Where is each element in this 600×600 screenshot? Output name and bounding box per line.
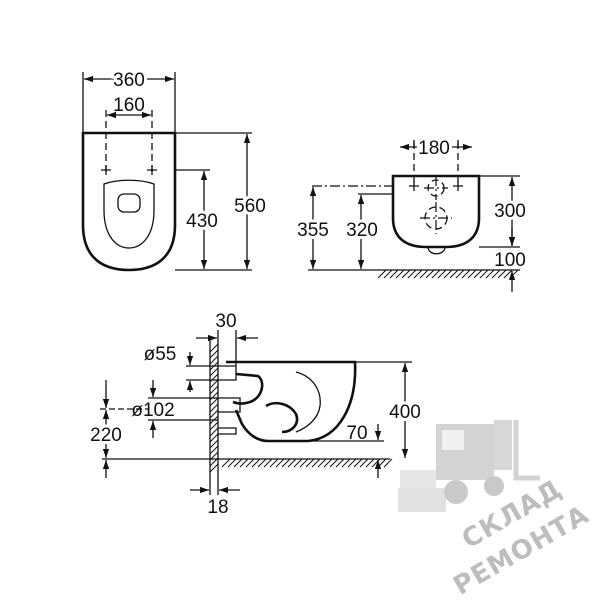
hatch-stroke bbox=[209, 373, 219, 383]
hatch-stroke bbox=[269, 458, 279, 468]
side-view-wall-hatch bbox=[209, 343, 219, 473]
hatch-stroke bbox=[335, 458, 345, 468]
hatch-stroke bbox=[257, 458, 267, 468]
side-view-outlet-spigot bbox=[218, 397, 241, 413]
dim-depth-70: 70 bbox=[346, 423, 367, 444]
dim-wall-offset: 30 bbox=[215, 311, 236, 332]
hatch-stroke bbox=[341, 458, 351, 468]
hatch-stroke bbox=[209, 427, 219, 437]
hatch-stroke bbox=[299, 458, 309, 468]
hatch-stroke bbox=[323, 458, 333, 468]
hatch-stroke bbox=[221, 458, 231, 468]
front-view-fixing-mark-left bbox=[101, 165, 111, 175]
front-view-seat-opening bbox=[103, 179, 155, 249]
front-view-flush-button bbox=[117, 193, 141, 213]
hatch-stroke bbox=[473, 269, 483, 279]
hatch-stroke bbox=[281, 458, 291, 468]
hatch-stroke bbox=[377, 269, 387, 279]
dim-hole-spacing: 180 bbox=[418, 138, 450, 159]
hatch-stroke bbox=[209, 433, 219, 443]
hatch-stroke bbox=[245, 458, 255, 468]
hatch-stroke bbox=[383, 269, 393, 279]
front-view-bowl-outline bbox=[81, 131, 177, 272]
hatch-stroke bbox=[209, 445, 219, 455]
hatch-stroke bbox=[209, 343, 219, 353]
rear-view-spigot bbox=[427, 246, 446, 255]
hatch-stroke bbox=[209, 349, 219, 359]
hatch-stroke bbox=[239, 458, 249, 468]
rear-view: 180 355 320 300 100 bbox=[294, 135, 529, 292]
hatch-stroke bbox=[251, 458, 261, 468]
hatch-stroke bbox=[353, 458, 363, 468]
dim-axis-355: 355 bbox=[297, 220, 329, 241]
hatch-stroke bbox=[425, 269, 435, 279]
dim-fixing-spacing: 160 bbox=[113, 95, 145, 116]
hatch-stroke bbox=[407, 269, 417, 279]
hatch-stroke bbox=[383, 458, 393, 468]
forklift-icon bbox=[398, 420, 540, 512]
hatch-stroke bbox=[209, 403, 219, 413]
hatch-stroke bbox=[497, 269, 507, 279]
dim-fixing-height: 430 bbox=[186, 211, 218, 232]
hatch-stroke bbox=[209, 391, 219, 401]
hatch-stroke bbox=[209, 367, 219, 377]
hatch-stroke bbox=[305, 458, 315, 468]
hatch-stroke bbox=[347, 458, 357, 468]
dim-axis-320: 320 bbox=[346, 220, 378, 241]
hatch-stroke bbox=[275, 458, 285, 468]
hatch-stroke bbox=[419, 269, 429, 279]
hatch-stroke bbox=[263, 458, 273, 468]
rear-view-floor-hatch bbox=[377, 269, 519, 279]
hatch-stroke bbox=[365, 458, 375, 468]
hatch-stroke bbox=[317, 458, 327, 468]
hatch-stroke bbox=[311, 458, 321, 468]
hatch-stroke bbox=[443, 269, 453, 279]
hatch-stroke bbox=[395, 269, 405, 279]
hatch-stroke bbox=[287, 458, 297, 468]
hatch-stroke bbox=[449, 269, 459, 279]
dim-pan-height: 300 bbox=[494, 201, 526, 222]
hatch-stroke bbox=[209, 421, 219, 431]
hatch-stroke bbox=[455, 269, 465, 279]
dim-outlet-diameter: ø102 bbox=[131, 400, 174, 421]
hatch-stroke bbox=[209, 463, 219, 473]
dim-overall-height: 560 bbox=[234, 196, 266, 217]
hatch-stroke bbox=[233, 458, 243, 468]
hatch-stroke bbox=[485, 269, 495, 279]
side-view-floor-hatch bbox=[221, 458, 393, 468]
front-view-fixing-mark-right bbox=[147, 165, 157, 175]
dim-wall-gap: 18 bbox=[207, 497, 228, 518]
hatch-stroke bbox=[359, 458, 369, 468]
side-view-inlet-spigot bbox=[218, 365, 237, 381]
hatch-stroke bbox=[209, 439, 219, 449]
hatch-stroke bbox=[467, 269, 477, 279]
hatch-stroke bbox=[437, 269, 447, 279]
hatch-stroke bbox=[389, 269, 399, 279]
hatch-stroke bbox=[209, 355, 219, 365]
hatch-stroke bbox=[209, 385, 219, 395]
watermark: СКЛАД РЕМОНТА bbox=[398, 420, 595, 600]
hatch-stroke bbox=[413, 269, 423, 279]
side-view-trap bbox=[232, 372, 264, 405]
hatch-stroke bbox=[491, 269, 501, 279]
hatch-stroke bbox=[479, 269, 489, 279]
dim-rim-height: 400 bbox=[389, 402, 421, 423]
hatch-stroke bbox=[329, 458, 339, 468]
dim-clearance: 100 bbox=[494, 250, 526, 271]
front-view: 360 160 430 560 bbox=[81, 67, 269, 272]
rear-view-pan-outline bbox=[391, 174, 481, 249]
hatch-stroke bbox=[293, 458, 303, 468]
hatch-stroke bbox=[209, 379, 219, 389]
dim-inlet-diameter: ø55 bbox=[144, 344, 177, 365]
hatch-stroke bbox=[431, 269, 441, 279]
dim-outlet-height: 220 bbox=[90, 425, 122, 446]
side-view: 30 ø55 ø102 220 400 70 18 bbox=[87, 311, 424, 518]
hatch-stroke bbox=[209, 409, 219, 419]
hatch-stroke bbox=[227, 458, 237, 468]
dim-overall-width: 360 bbox=[113, 70, 145, 91]
hatch-stroke bbox=[401, 269, 411, 279]
hatch-stroke bbox=[461, 269, 471, 279]
hatch-stroke bbox=[209, 397, 219, 407]
